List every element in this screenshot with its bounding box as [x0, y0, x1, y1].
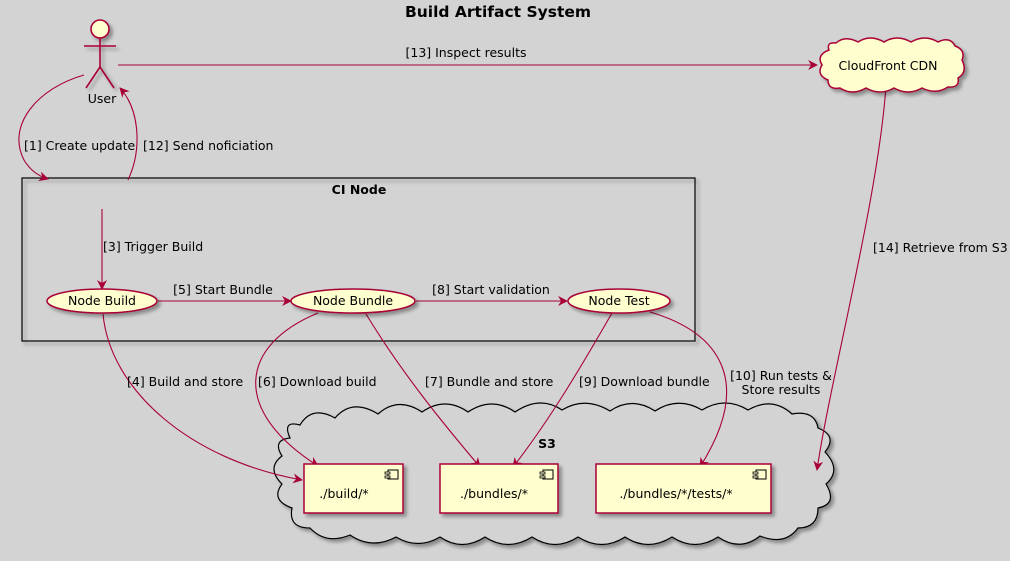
component-build-label: ./build/*	[319, 486, 368, 501]
edge-1-create-update	[18, 74, 85, 182]
edge-label-5: [5] Start Bundle	[173, 282, 273, 297]
edge-label-3: [3] Trigger Build	[103, 239, 203, 254]
edge-7-bundle-and-store	[365, 313, 481, 468]
diagram-title: Build Artifact System	[405, 3, 591, 21]
edge-label-7: [7] Bundle and store	[425, 374, 554, 389]
edge-label-10a: [10] Run tests &	[730, 368, 832, 383]
edge-label-14: [14] Retrieve from S3	[873, 240, 1008, 255]
edge-12-send-notification	[119, 87, 138, 181]
edge-labels: [1] Create update [12] Send noficiation …	[24, 45, 1008, 397]
edge-label-12: [12] Send noficiation	[143, 138, 273, 153]
component-build: ./build/*	[303, 463, 404, 514]
component-icon	[539, 469, 554, 480]
usecase-node-test-label: Node Test	[588, 293, 649, 308]
ci-node-frame: CI Node	[21, 177, 696, 342]
component-icon	[384, 469, 399, 480]
component-bundles: ./bundles/*	[439, 463, 559, 514]
edge-10-run-tests	[649, 311, 728, 468]
edge-label-13: [13] Inspect results	[405, 45, 526, 60]
s3-label: S3	[538, 436, 556, 451]
edge-label-8: [8] Start validation	[432, 282, 550, 297]
component-icon	[752, 469, 767, 480]
edge-label-4: [4] Build and store	[127, 374, 243, 389]
component-tests: ./bundles/*/tests/*	[595, 463, 772, 514]
user-actor: User	[84, 19, 117, 106]
component-bundles-label: ./bundles/*	[460, 486, 528, 501]
usecase-node-test: Node Test	[567, 288, 671, 314]
edge-label-1: [1] Create update	[24, 138, 136, 153]
cloudfront-cdn-node: CloudFront CDN	[819, 37, 965, 93]
edge-4-build-and-store	[102, 313, 303, 484]
usecase-node-build: Node Build	[46, 288, 158, 314]
user-label: User	[88, 91, 117, 106]
ci-node-label: CI Node	[332, 182, 387, 197]
edge-label-9: [9] Download bundle	[579, 374, 710, 389]
edge-label-6: [6] Download build	[258, 374, 377, 389]
edge-label-10b: Store results	[742, 382, 821, 397]
component-tests-label: ./bundles/*/tests/*	[619, 486, 732, 501]
edges	[18, 60, 887, 484]
edge-9-download-bundle	[512, 312, 613, 468]
edge-6-download-build	[255, 312, 319, 467]
edge-14-retrieve-from-s3	[813, 85, 887, 471]
usecase-node-build-label: Node Build	[68, 293, 136, 308]
usecase-node-bundle: Node Bundle	[290, 288, 416, 314]
usecase-node-bundle-label: Node Bundle	[313, 293, 393, 308]
stick-figure-icon	[84, 19, 116, 89]
cloudfront-cdn-label: CloudFront CDN	[839, 58, 938, 73]
